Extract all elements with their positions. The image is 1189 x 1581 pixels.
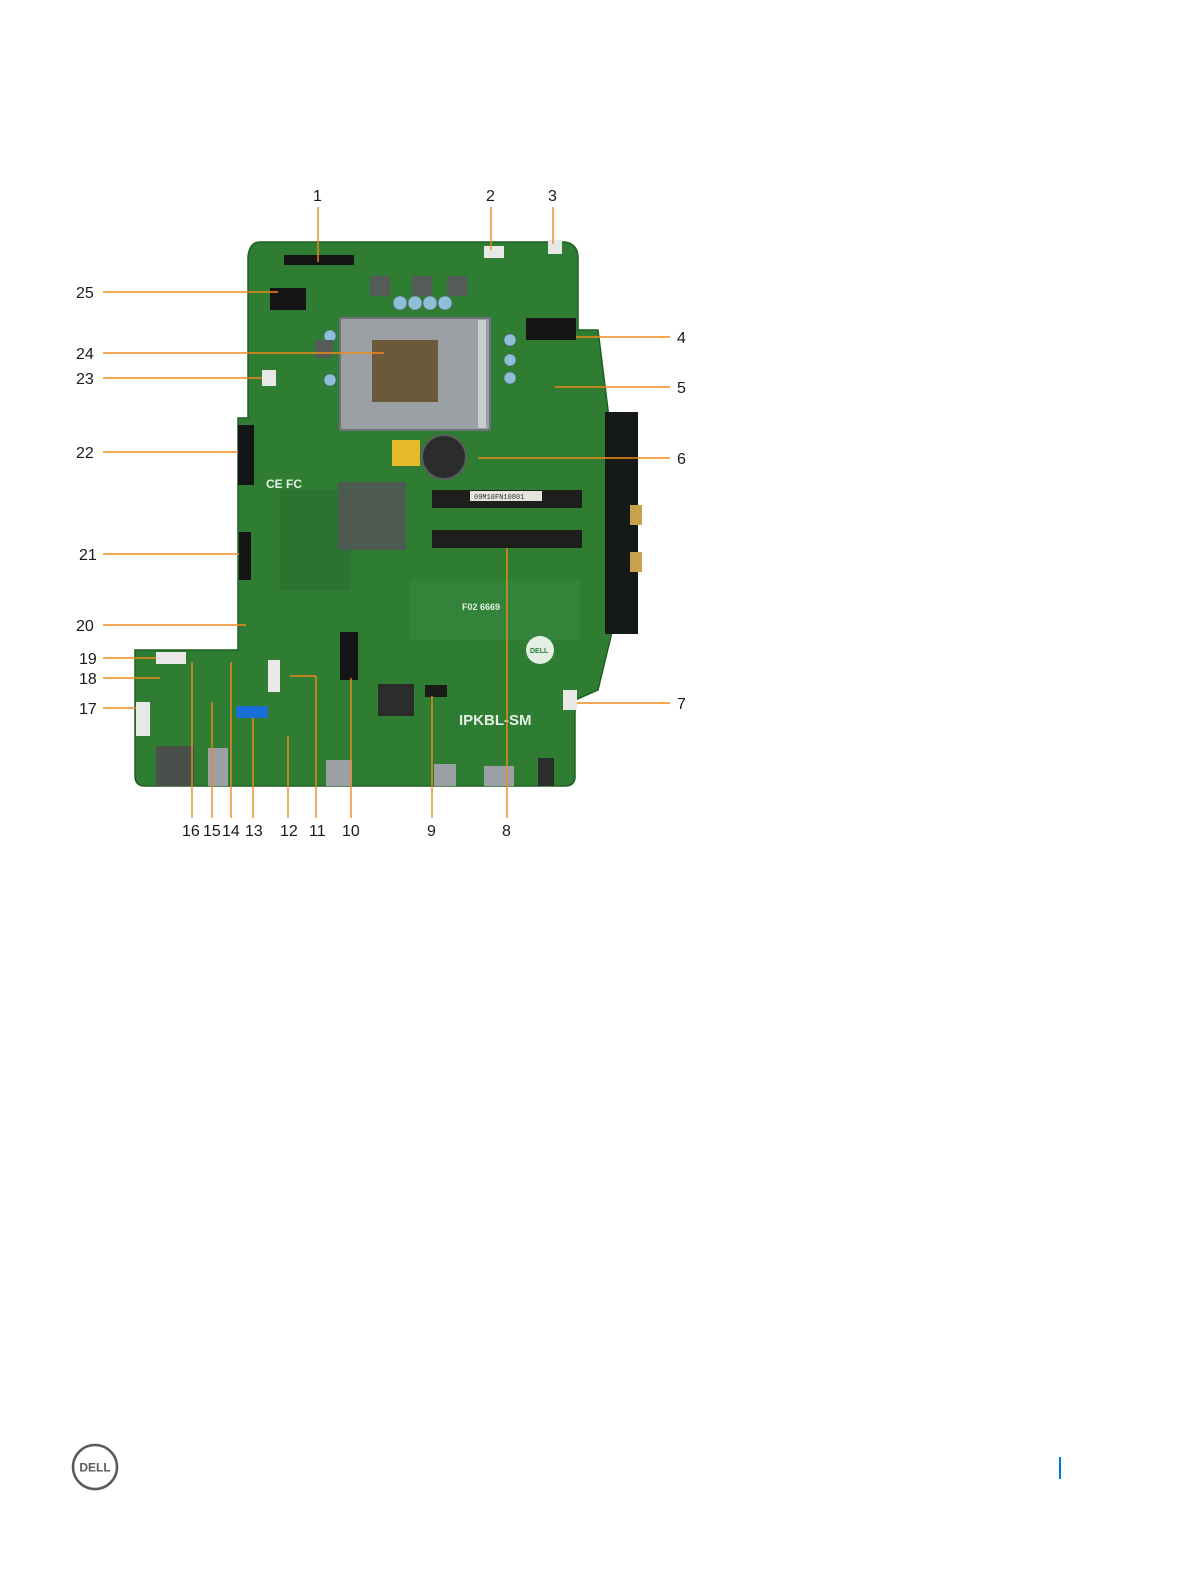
callout-12: 12 [280,823,298,840]
callout-17: 17 [79,701,97,718]
top-display-connector [284,255,354,265]
cert-marks-text: CE FC [266,477,302,491]
callout-7: 7 [677,696,686,713]
header-connector [239,532,251,580]
silk-model-text: IPKBL-SM [459,712,532,729]
white-connector [136,702,150,736]
callout-25: 25 [76,285,94,302]
callout-18: 18 [79,671,97,688]
cpu-socket-pins [372,340,438,402]
io-shield-clip [630,552,642,572]
callout-20: 20 [76,618,94,635]
board-dell-logo-text: DELL [530,648,549,655]
io-shield-clip [630,505,642,525]
silk-code-text: F02 6669 [462,602,500,612]
white-connector [548,240,562,254]
footer-rule [1059,1457,1061,1479]
coin-cell-battery [422,435,466,479]
callout-13: 13 [245,823,263,840]
chipset [338,482,406,550]
wlan-connector [526,318,576,340]
power-connector [238,425,254,485]
callout-4: 4 [677,330,686,347]
callout-23: 23 [76,371,94,388]
callout-9: 9 [427,823,436,840]
sata-connector-blue [236,706,268,718]
callout-5: 5 [677,380,686,397]
callout-6: 6 [677,451,686,468]
callout-11: 11 [309,823,326,840]
callout-15: 15 [203,823,221,840]
super-io-chip [378,684,414,716]
callout-1: 1 [313,188,322,205]
callout-24: 24 [76,346,94,363]
callout-19: 19 [79,651,97,668]
m2-connector [340,632,358,680]
jumper-header [425,685,447,697]
callout-14: 14 [222,823,240,840]
callout-10: 10 [342,823,360,840]
footer-logo-text: DELL [79,1461,110,1475]
callout-21: 21 [79,547,97,564]
callout-22: 22 [76,445,94,462]
cpu-socket-lever [478,320,486,428]
sata-connector [268,660,280,692]
dell-logo-icon: DELL [71,1443,119,1491]
callout-3: 3 [548,188,557,205]
white-connector [262,370,276,386]
callout-8: 8 [502,823,511,840]
white-connector [563,690,577,710]
battery-holder-sticker [392,440,420,466]
callout-2: 2 [486,188,495,205]
white-connector [156,652,186,664]
callout-16: 16 [182,823,200,840]
memory-sticker-text: 09M10FN10801 [474,494,524,502]
white-connector [484,246,504,258]
